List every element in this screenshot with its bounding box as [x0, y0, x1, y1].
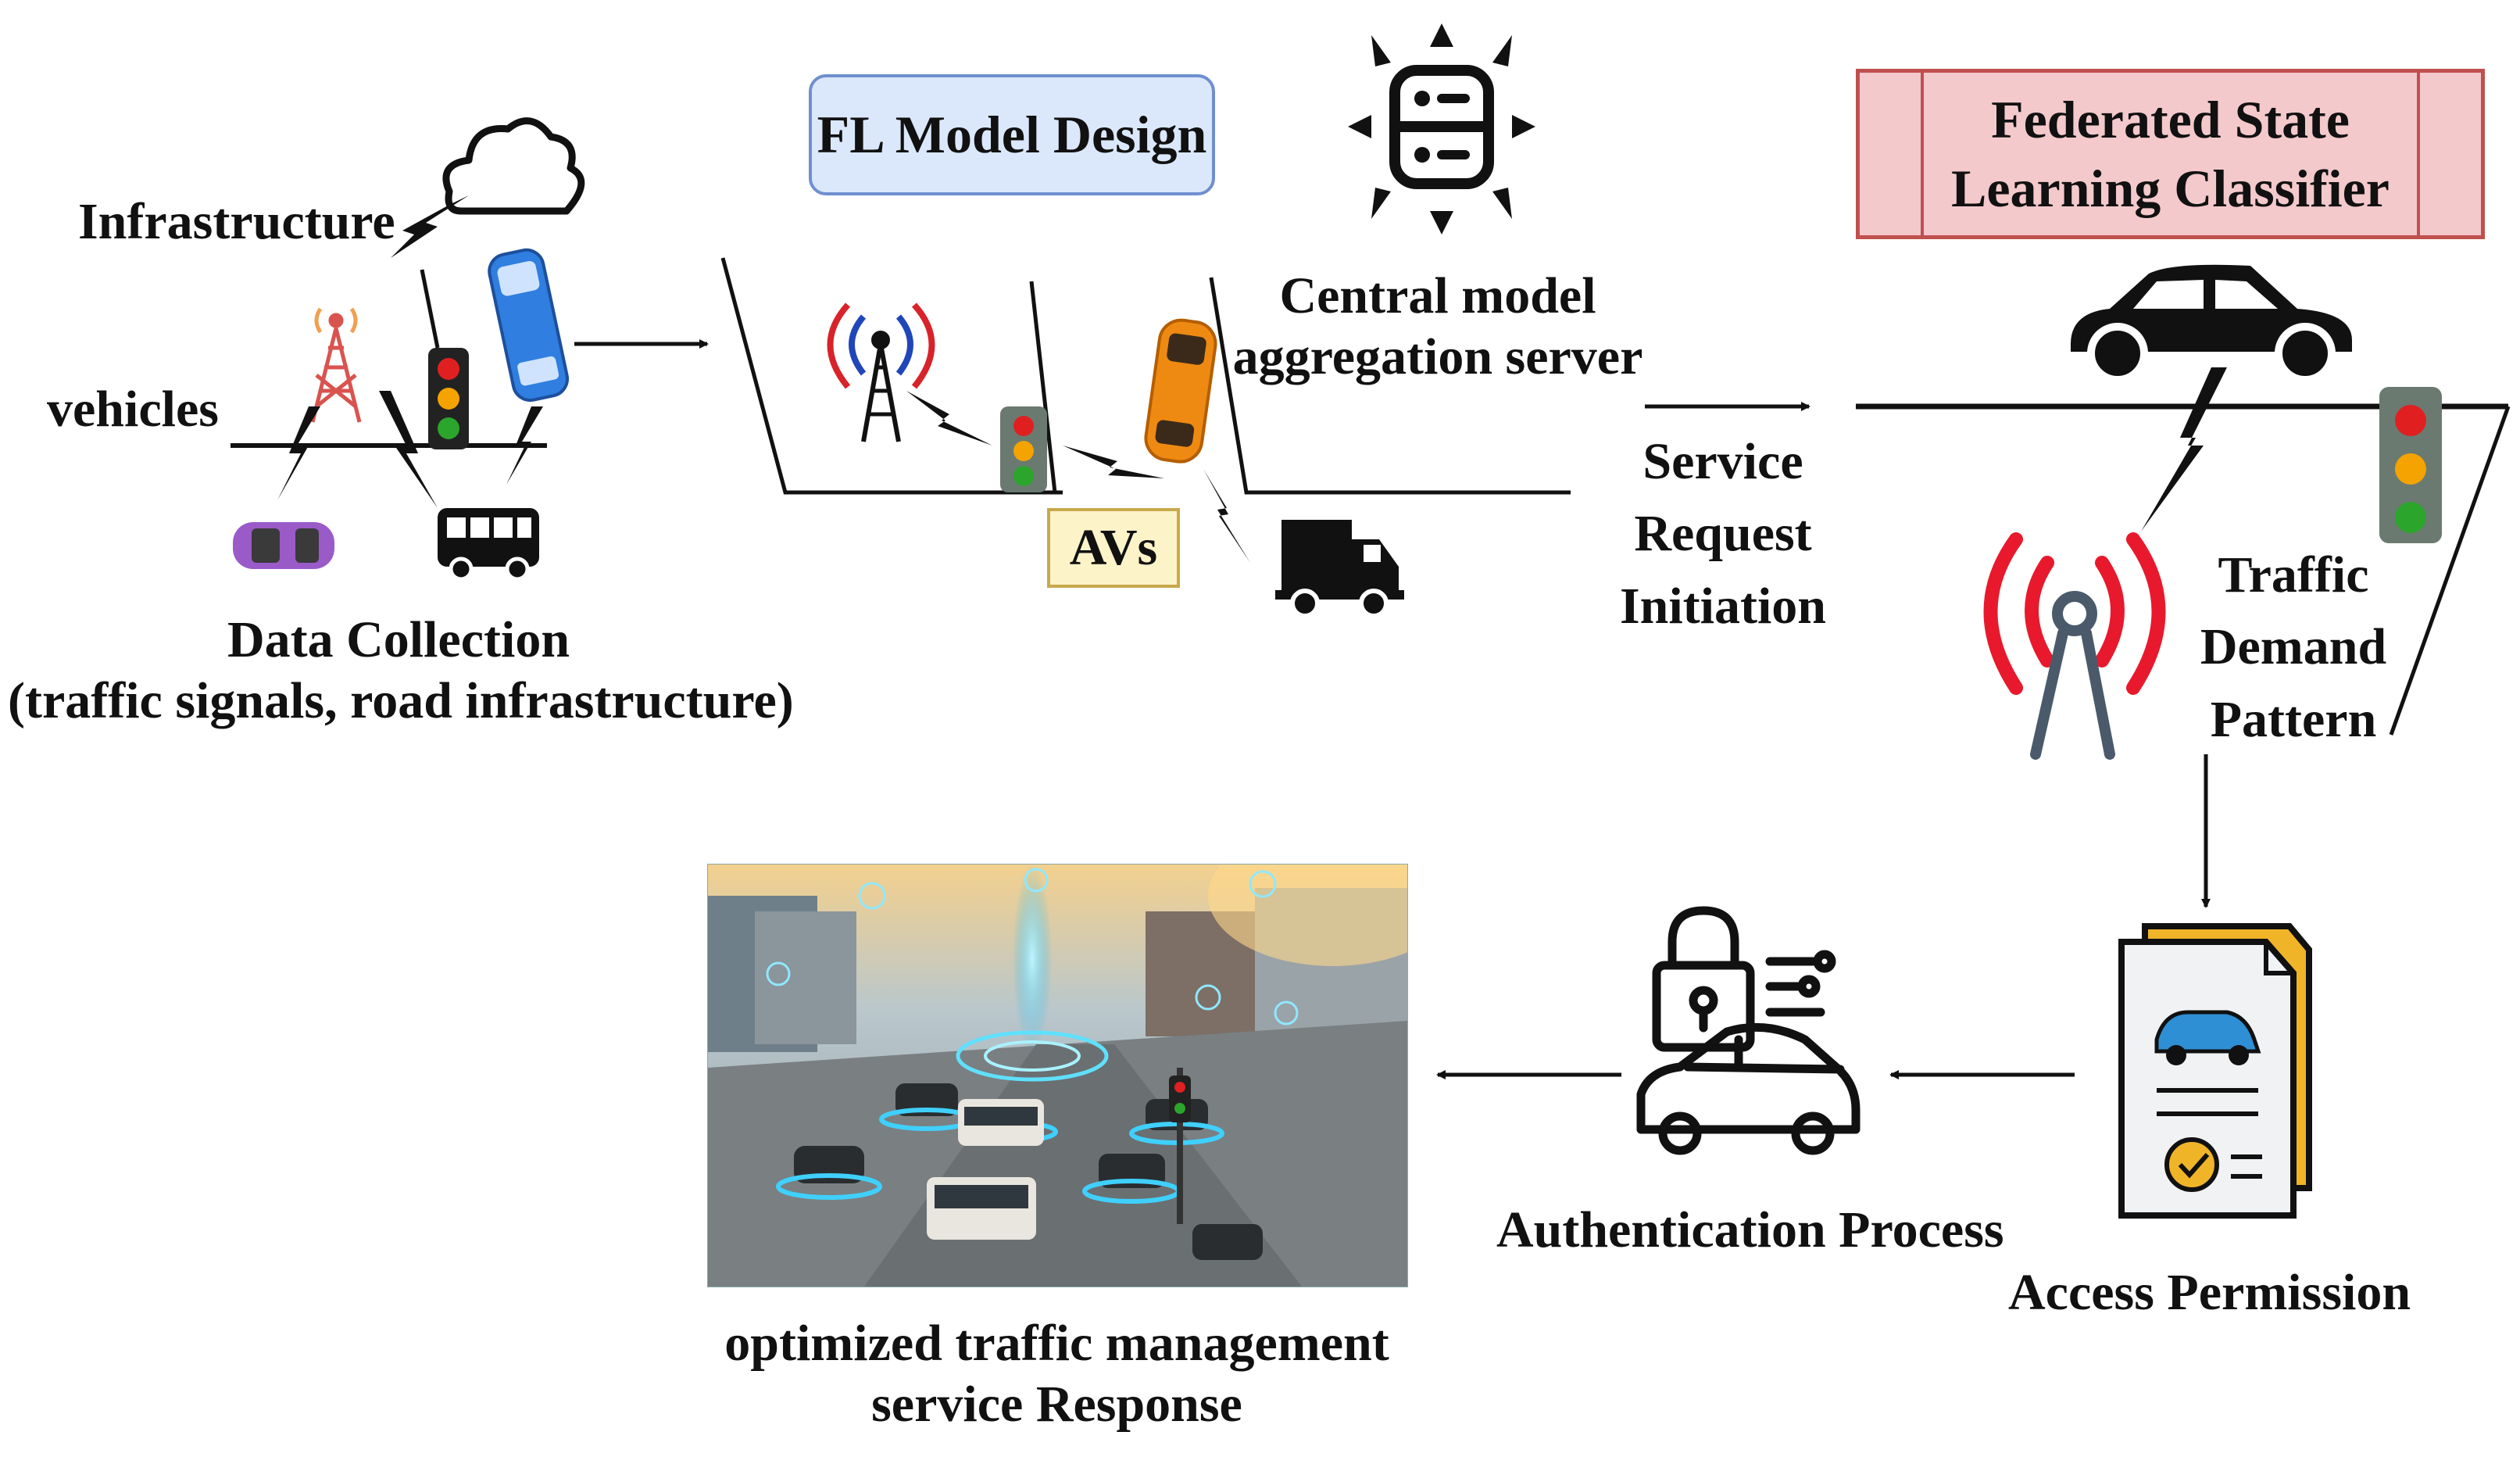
purple-car-icon	[233, 522, 334, 569]
server-icon	[1389, 65, 1494, 189]
data-collection-label: Data Collection (traffic signals, road i…	[8, 610, 794, 732]
lightning-icon	[391, 195, 469, 258]
document-icon	[2118, 923, 2312, 1219]
lightning-icon	[506, 406, 543, 485]
traffic-demand-line3: Pattern	[2210, 690, 2377, 748]
traffic-light-icon	[1000, 406, 1047, 492]
data-collection-title: Data Collection	[227, 611, 570, 668]
central-server-label: Central model aggregation server	[1219, 266, 1657, 388]
service-request-line2: Request	[1634, 505, 1812, 563]
service-request-line1: Service	[1642, 433, 1803, 490]
service-request-label: Service Request Initiation	[1606, 426, 1840, 643]
bus-icon	[438, 508, 539, 582]
traffic-demand-label: Traffic Demand Pattern	[2188, 539, 2399, 756]
federated-classifier-box: Federated State Learning Classifier	[1856, 69, 2485, 239]
cloud-icon	[442, 117, 585, 215]
orange-car-icon	[1144, 318, 1217, 464]
lightning-icon	[379, 391, 438, 508]
truck-icon	[1275, 520, 1404, 618]
road-outline	[720, 257, 1063, 495]
fl-model-design-label: FL Model Design	[817, 105, 1207, 164]
classifier-line2: Learning Classifier	[1951, 159, 2390, 218]
fl-model-design-box: FL Model Design	[809, 74, 1215, 195]
lock-car-icon	[1636, 906, 1861, 1155]
classifier-line1: Federated State	[1991, 89, 2350, 149]
antenna-tower-icon	[827, 302, 935, 442]
lightning-icon	[2141, 367, 2227, 532]
traffic-demand-line1: Traffic	[2218, 546, 2369, 603]
central-server-line2: aggregation server	[1232, 328, 1643, 385]
optimized-response-line2: service Response	[871, 1375, 1242, 1433]
cell-tower-icon	[310, 307, 362, 423]
road-outline-right	[1209, 277, 1571, 495]
central-server-line1: Central model	[1279, 267, 1596, 324]
authentication-process-label: Authentication Process	[1496, 1201, 2004, 1258]
signal-pole-line	[2389, 406, 2511, 736]
access-permission-label: Access Permission	[2008, 1264, 2411, 1321]
smart-city-traffic-image	[707, 864, 1408, 1287]
service-request-line3: Initiation	[1619, 577, 1827, 635]
avs-label: AVs	[1069, 519, 1158, 576]
infrastructure-label: Infrastructure	[78, 193, 395, 250]
traffic-light-icon	[420, 269, 469, 449]
data-collection-subtitle: (traffic signals, road infrastructure)	[8, 671, 794, 729]
inward-arrows-icon	[1348, 23, 1535, 234]
lightning-icon	[1063, 446, 1164, 478]
lightning-icon	[277, 406, 320, 500]
lightning-icon	[906, 391, 992, 446]
car-icon	[2071, 264, 2352, 384]
blue-van-icon	[488, 248, 570, 403]
traffic-light-icon	[2379, 387, 2442, 543]
traffic-demand-line2: Demand	[2200, 618, 2387, 676]
road-divider	[1029, 281, 1057, 493]
avs-box: AVs	[1047, 508, 1180, 588]
optimized-response-label: optimized traffic management service Res…	[668, 1313, 1446, 1435]
optimized-response-line1: optimized traffic management	[724, 1315, 1389, 1372]
vehicles-label: vehicles	[47, 381, 219, 438]
antenna-signal-icon	[1983, 532, 2166, 760]
